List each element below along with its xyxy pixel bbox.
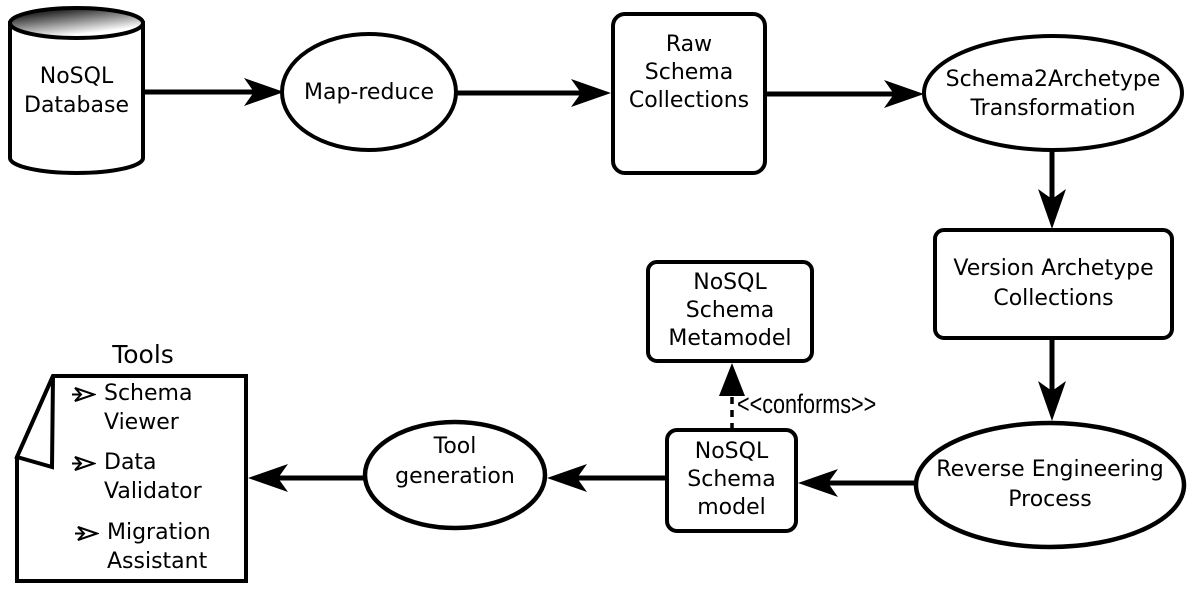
tool-item-label: Schema Viewer xyxy=(104,381,193,435)
tool-item-label: Migration Assistant xyxy=(107,520,211,574)
arrow-schema2archetype-to-versionarchetype xyxy=(1038,151,1066,229)
tools-note-shape xyxy=(14,374,248,583)
schema2archetype-ellipse xyxy=(922,34,1184,152)
arrow-mapreduce-to-rawschema xyxy=(457,79,611,107)
nosql-database-cylinder xyxy=(8,6,145,175)
arrowhead-bullet-icon xyxy=(72,387,96,402)
raw-schema-collections-rect xyxy=(611,12,767,175)
tool-generation-ellipse xyxy=(362,419,548,531)
arrow-reverseengineering-to-schemamodel xyxy=(798,469,915,497)
tool-item-label: Data Validator xyxy=(104,450,202,504)
arrowhead-bullet-icon xyxy=(75,526,99,541)
arrow-versionarchetype-to-reverseengineering xyxy=(1038,339,1066,421)
dashed-conforms-arrow xyxy=(719,363,745,430)
arrow-toolgeneration-to-tools xyxy=(248,464,364,492)
tool-item-migration-assistant: Migration Assistant xyxy=(75,518,211,576)
arrow-schemamodel-to-toolgeneration xyxy=(547,464,666,492)
version-archetype-collections-rect xyxy=(933,228,1174,340)
arrowhead-bullet-icon xyxy=(72,456,96,471)
nosql-schema-model-rect xyxy=(665,428,798,533)
arrow-database-to-mapreduce xyxy=(144,78,284,106)
nosql-schema-metamodel-rect xyxy=(646,260,814,363)
map-reduce-ellipse xyxy=(280,32,458,152)
arrow-rawschema-to-schema2archetype xyxy=(766,80,924,108)
tool-item-schema-viewer: Schema Viewer xyxy=(72,379,192,437)
reverse-engineering-ellipse xyxy=(913,420,1187,550)
tool-item-data-validator: Data Validator xyxy=(72,448,202,506)
